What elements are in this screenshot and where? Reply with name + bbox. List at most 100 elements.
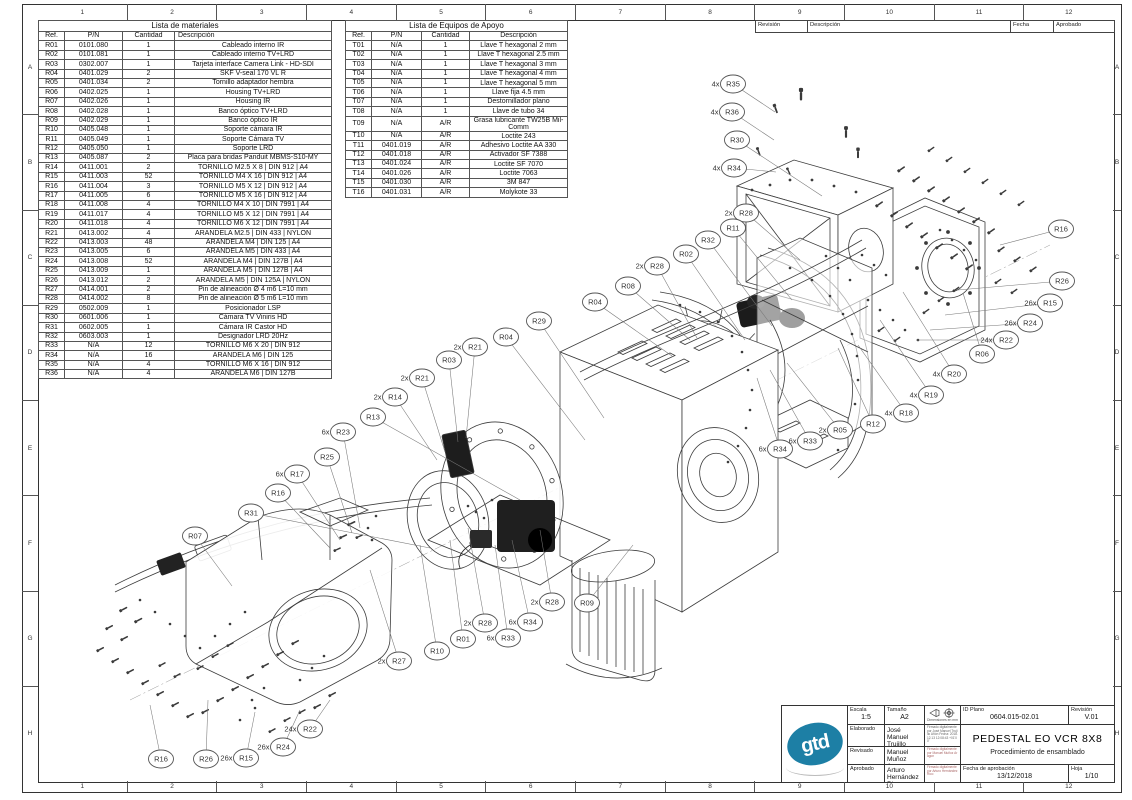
svg-text:R22: R22 [303,725,317,734]
callout-r07: R07 [182,526,208,546]
svg-text:R10: R10 [430,647,444,656]
bom-header-desc: Descripción [174,30,332,42]
grid-ref-label: 10 [844,4,934,20]
svg-text:24x: 24x [284,725,296,734]
grid-ref-label: 2 [126,4,217,20]
revisado-label-cell: Revisado [847,746,884,764]
elaborado-label-cell: Elaborado [847,724,884,746]
svg-text:2x: 2x [401,374,409,383]
hardware-screws [95,87,1038,734]
svg-text:R05: R05 [833,426,847,435]
grid-ref-label: F [1113,495,1121,590]
callout-r22: R22 24x [284,719,323,739]
bom-header-pn: P/N [64,30,123,42]
svg-text:R32: R32 [701,236,715,245]
svg-text:R33: R33 [501,634,515,643]
grid-ref-label: 4 [306,781,396,792]
drawing-title: PEDESTAL EO VCR 8X8 [972,733,1103,745]
logo-swoosh [786,759,844,776]
svg-text:2x: 2x [531,598,539,607]
callout-r08: R08 [615,276,641,296]
svg-text:R09: R09 [580,599,594,608]
svg-text:R21: R21 [468,343,482,352]
escala-value: 1:5 [861,714,871,721]
grid-ref-label: 1 [80,783,85,790]
support-title: Lista de Equipos de Apoyo [345,20,568,32]
projection-symbol-cell: Dimensiones en mm [924,706,960,724]
svg-text:2x: 2x [725,209,733,218]
support-header-pn: P/N [371,30,422,42]
grid-ref-label: H [22,685,38,781]
svg-text:4x: 4x [713,164,721,173]
drawing-subtitle: Procedimiento de ensamblado [990,749,1085,756]
svg-text:R16: R16 [1054,225,1068,234]
grid-ref-label: C [1113,209,1121,305]
svg-text:R31: R31 [244,509,258,518]
callout-r29: R29 [526,311,552,331]
svg-text:2x: 2x [374,393,382,402]
callout-r33: R33 6x [487,628,521,648]
fecha-col-label: Fecha [1011,21,1054,32]
svg-text:6x: 6x [322,428,330,437]
aprobado-col-label: Aprobado [1056,22,1082,28]
aprobado-signature: Firmado digitalmente por Arturo Hernánde… [924,764,960,782]
dimensions-note: Dimensiones en mm [927,718,958,722]
svg-text:26x: 26x [220,754,232,763]
support-header-qty: Cantidad [421,30,470,42]
svg-text:6x: 6x [509,618,517,627]
grid-ref-label: 6 [485,4,575,20]
bom-table: Lista de materiales Ref. P/N Cantidad De… [38,20,332,380]
sheet-outer-border [22,4,1122,793]
grid-ref-label: F [22,495,38,590]
svg-text:26x: 26x [257,743,269,752]
svg-text:R34: R34 [523,618,537,627]
callout-r03: R03 [436,350,462,370]
assembly-line-art [114,159,986,705]
grid-ref-label: B [1113,114,1121,209]
svg-text:R28: R28 [545,598,559,607]
svg-text:4x: 4x [711,108,719,117]
svg-text:R19: R19 [924,391,938,400]
svg-text:R18: R18 [899,409,913,418]
grid-ref-label: A [1114,63,1120,71]
svg-text:2x: 2x [454,343,462,352]
grid-ref-label: A [27,63,33,71]
callout-r34: R34 6x [509,612,543,632]
projection-symbol-icon [928,708,954,718]
svg-text:6x: 6x [487,634,495,643]
callout-r16: R16 [1048,219,1074,239]
callout-r25: R25 [314,447,340,467]
grid-ref-label: 7 [575,781,665,792]
callout-r30: R30 [724,130,750,150]
svg-text:24x: 24x [980,336,992,345]
svg-text:R11: R11 [726,224,739,233]
fecha-aprobacion-value: 13/12/2018 [996,773,1033,780]
